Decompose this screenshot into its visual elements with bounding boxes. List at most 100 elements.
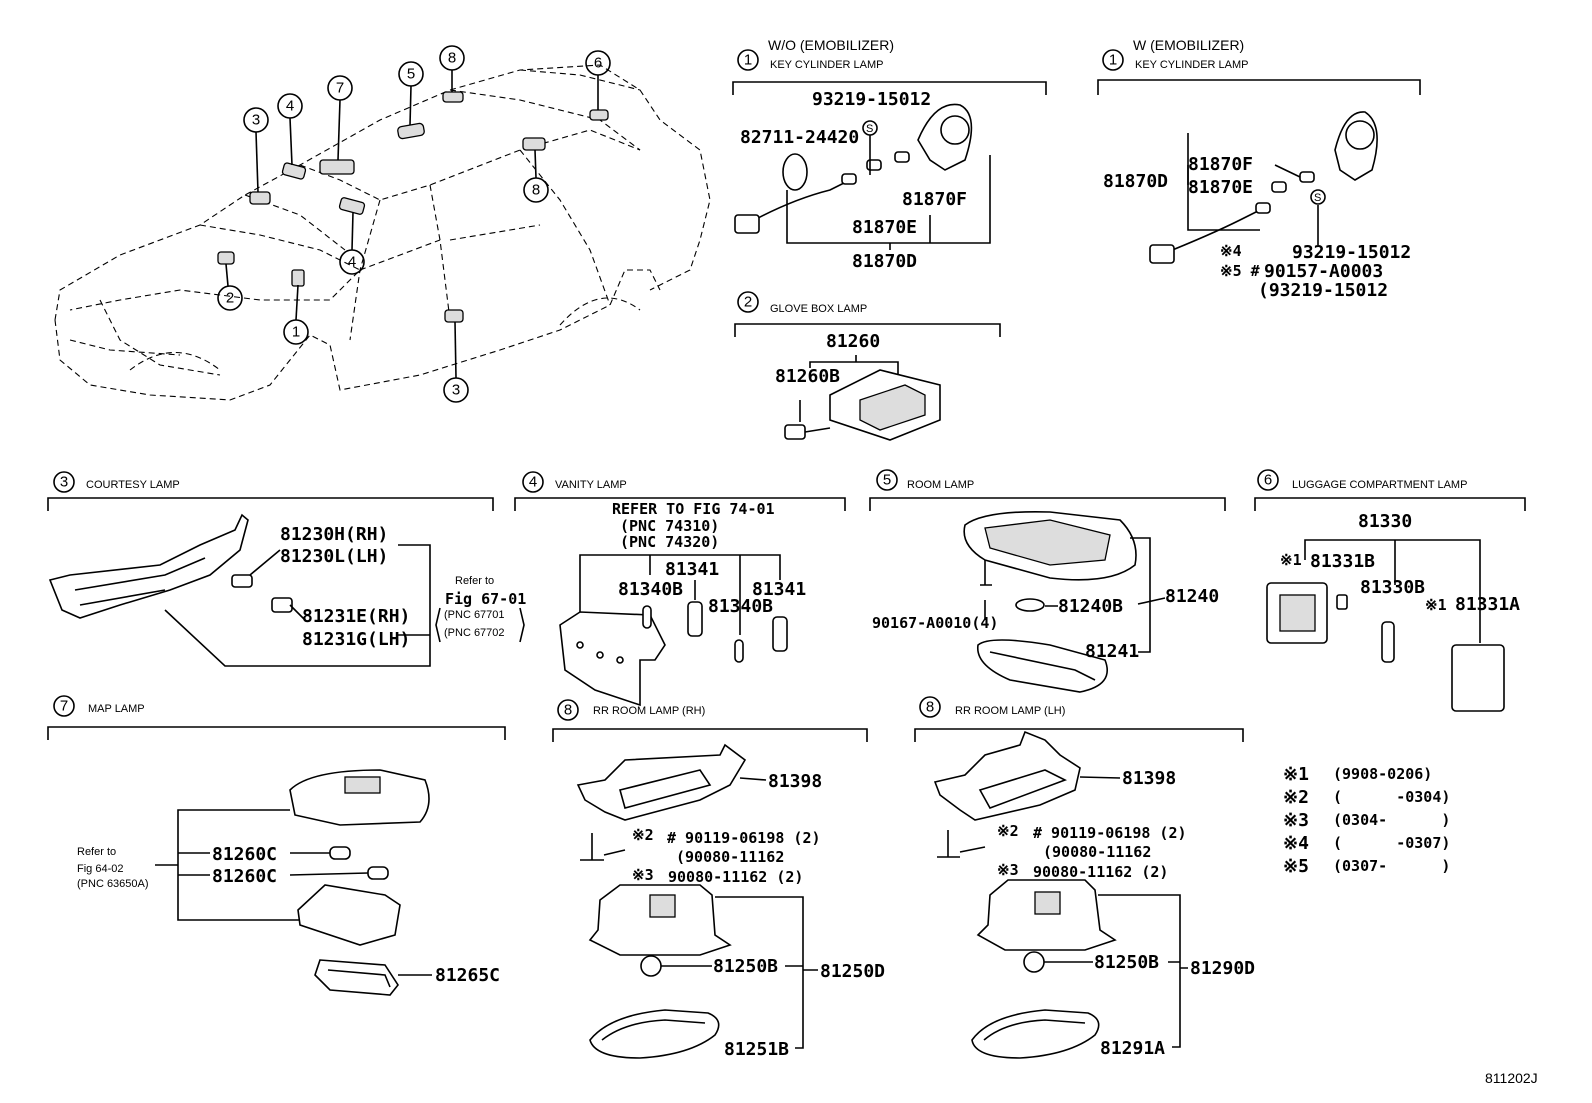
- svg-text:8: 8: [564, 702, 572, 719]
- svg-text:81340B: 81340B: [708, 596, 773, 617]
- section-glove-box-lamp: 2 GLOVE BOX LAMP 81260 81260B: [734, 291, 1001, 441]
- callout-1: 1: [283, 319, 309, 345]
- svg-text:8: 8: [448, 50, 456, 67]
- svg-text:(PNC 67701: (PNC 67701: [444, 609, 505, 621]
- svg-text:4: 4: [529, 474, 537, 491]
- svg-text:※1: ※1: [1280, 551, 1302, 569]
- svg-text:(PNC 74310): (PNC 74310): [620, 517, 719, 535]
- svg-text:81230H(RH): 81230H(RH): [280, 524, 388, 545]
- section-rr-room-lamp-rh: 8 RR ROOM LAMP (RH) 81398 ※2 # 90119-061…: [552, 699, 885, 1060]
- svg-text:81398: 81398: [768, 771, 822, 792]
- svg-text:(93219-15012: (93219-15012: [1258, 280, 1388, 301]
- svg-text:S: S: [1314, 192, 1321, 204]
- callout-8-side: 8: [523, 177, 549, 203]
- svg-text:81251B: 81251B: [724, 1039, 789, 1060]
- svg-text:81250D: 81250D: [820, 961, 885, 982]
- svg-text:7: 7: [336, 80, 344, 97]
- callout-7: 7: [327, 75, 353, 101]
- diagram-code: 811202J: [1485, 1070, 1538, 1086]
- svg-text:90080-11162 (2): 90080-11162 (2): [668, 868, 803, 886]
- svg-text:81331B: 81331B: [1310, 551, 1375, 572]
- svg-text:81260C: 81260C: [212, 844, 277, 865]
- svg-text:7: 7: [60, 698, 68, 715]
- svg-text:( -0307): ( -0307): [1333, 834, 1450, 852]
- svg-text:1: 1: [292, 324, 300, 341]
- svg-text:3: 3: [60, 474, 68, 491]
- svg-text:KEY CYLINDER LAMP: KEY CYLINDER LAMP: [770, 59, 884, 71]
- svg-text:(9908-0206): (9908-0206): [1333, 765, 1432, 783]
- svg-text:5: 5: [407, 66, 415, 83]
- svg-text:Refer to: Refer to: [77, 846, 116, 858]
- svg-text:4: 4: [286, 98, 294, 115]
- svg-text:4: 4: [348, 254, 356, 271]
- svg-text:※2: ※2: [1283, 787, 1309, 808]
- svg-text:6: 6: [594, 55, 602, 72]
- svg-text:8: 8: [926, 699, 934, 716]
- svg-text:81231E(RH): 81231E(RH): [302, 606, 410, 627]
- svg-text:81398: 81398: [1122, 768, 1176, 789]
- svg-text:81870D: 81870D: [1103, 171, 1168, 192]
- svg-text:81240B: 81240B: [1058, 596, 1123, 617]
- svg-text:(PNC 74320): (PNC 74320): [620, 533, 719, 551]
- svg-text:81341: 81341: [752, 579, 806, 600]
- svg-text:Fig 64-02: Fig 64-02: [77, 863, 123, 875]
- svg-text:90157-A0003: 90157-A0003: [1264, 261, 1383, 282]
- callout-8-top: 8: [439, 45, 465, 71]
- section-key-cylinder-wo: 1 W/O (EMOBILIZER) KEY CYLINDER LAMP S 9…: [732, 37, 1047, 272]
- svg-text:(90080-11162: (90080-11162: [1043, 843, 1151, 861]
- svg-text:81330: 81330: [1358, 511, 1412, 532]
- callout-5: 5: [398, 61, 424, 87]
- svg-text:81330B: 81330B: [1360, 577, 1425, 598]
- svg-text:Fig 67-01: Fig 67-01: [445, 590, 526, 608]
- svg-text:81870E: 81870E: [852, 217, 917, 238]
- callout-2: 2: [217, 285, 243, 311]
- svg-text:81260C: 81260C: [212, 866, 277, 887]
- svg-text:93219-15012: 93219-15012: [812, 89, 931, 110]
- svg-text:KEY CYLINDER LAMP: KEY CYLINDER LAMP: [1135, 59, 1249, 71]
- callout-3-top: 3: [243, 107, 269, 133]
- svg-text:81230L(LH): 81230L(LH): [280, 546, 388, 567]
- svg-text:W (EMOBILIZER): W (EMOBILIZER): [1133, 37, 1244, 53]
- svg-text:81340B: 81340B: [618, 579, 683, 600]
- svg-text:3: 3: [252, 112, 260, 129]
- svg-text:2: 2: [226, 290, 234, 307]
- svg-text:1: 1: [744, 52, 752, 69]
- svg-text:81870D: 81870D: [852, 251, 917, 272]
- svg-text:3: 3: [452, 382, 460, 399]
- car-callouts: 3 4 7 5 8 6 8 4 2 1 3: [217, 45, 611, 403]
- svg-text:81870F: 81870F: [1188, 154, 1253, 175]
- svg-text:1: 1: [1109, 52, 1117, 69]
- svg-text:GLOVE BOX LAMP: GLOVE BOX LAMP: [770, 303, 867, 315]
- section-map-lamp: 7 MAP LAMP 81260C 81260C 81265C Refer to…: [47, 695, 506, 996]
- production-date-legend: ※1 (9908-0206) ※2 ( -0304) ※3 (0304- ) ※…: [1283, 764, 1450, 877]
- svg-text:(90080-11162: (90080-11162: [676, 848, 784, 866]
- svg-text:90167-A0010(4): 90167-A0010(4): [872, 614, 998, 632]
- svg-text:# 90119-06198 (2): # 90119-06198 (2): [667, 829, 821, 847]
- svg-text:6: 6: [1264, 472, 1272, 489]
- svg-text:※5 #: ※5 #: [1220, 262, 1260, 280]
- callout-3-bottom: 3: [443, 377, 469, 403]
- svg-text:MAP LAMP: MAP LAMP: [88, 703, 145, 715]
- svg-text:81265C: 81265C: [435, 965, 500, 986]
- svg-text:ROOM LAMP: ROOM LAMP: [907, 479, 974, 491]
- svg-text:COURTESY LAMP: COURTESY LAMP: [86, 479, 180, 491]
- svg-text:82711-24420: 82711-24420: [740, 127, 859, 148]
- svg-text:S: S: [866, 123, 873, 135]
- svg-text:81241: 81241: [1085, 641, 1139, 662]
- callout-4-bottom: 4: [339, 249, 365, 275]
- svg-text:※3: ※3: [1283, 810, 1309, 831]
- svg-text:※3: ※3: [632, 866, 654, 884]
- svg-text:81331A: 81331A: [1455, 594, 1520, 615]
- svg-text:81870F: 81870F: [902, 189, 967, 210]
- svg-text:LUGGAGE COMPARTMENT LAMP: LUGGAGE COMPARTMENT LAMP: [1292, 479, 1467, 491]
- svg-text:81240: 81240: [1165, 586, 1219, 607]
- callout-4-top: 4: [277, 93, 303, 119]
- svg-text:※5: ※5: [1283, 856, 1309, 877]
- car-outline: [54, 64, 711, 401]
- svg-text:VANITY LAMP: VANITY LAMP: [555, 479, 627, 491]
- svg-text:(0304- ): (0304- ): [1333, 811, 1450, 829]
- svg-text:※3: ※3: [997, 861, 1019, 879]
- svg-text:※4: ※4: [1220, 242, 1242, 260]
